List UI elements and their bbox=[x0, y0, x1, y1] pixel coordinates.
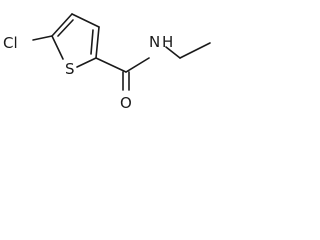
chemical-structure-diagram: Cl S O N H bbox=[3, 13, 211, 112]
bond-c2-s bbox=[76, 57, 97, 68]
double-bond-c5-c4 bbox=[57, 19, 74, 37]
bond-n-ch2 bbox=[165, 46, 181, 59]
hydrogen-label: H bbox=[162, 33, 173, 51]
bond-c5-cl bbox=[32, 35, 53, 41]
chlorine-label: Cl bbox=[3, 34, 18, 52]
bond-ch2-ch3 bbox=[179, 42, 211, 59]
double-bond-c3-c2 bbox=[90, 29, 94, 55]
bond-carbonyl-n bbox=[125, 57, 150, 73]
bond-c5-c4 bbox=[51, 13, 73, 37]
oxygen-label: O bbox=[120, 94, 132, 112]
bond-c4-c3 bbox=[71, 13, 100, 28]
bond-c2-carbonyl bbox=[95, 57, 127, 73]
nitrogen-label: N bbox=[149, 33, 160, 51]
bond-c3-c2 bbox=[95, 26, 100, 59]
bond-s-c5 bbox=[51, 35, 64, 60]
sulfur-label: S bbox=[65, 60, 75, 78]
